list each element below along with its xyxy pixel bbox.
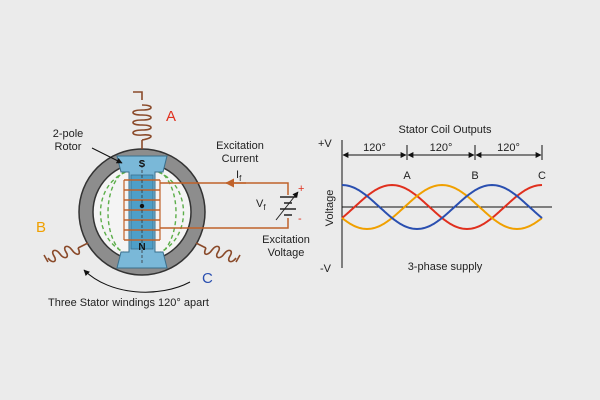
- generator-diagram: S N 2-pole Rotor A B C: [36, 91, 310, 309]
- waveform-chart: Stator Coil Outputs +V -V Voltage 120°12…: [318, 124, 552, 275]
- rotor-label-line2: Rotor: [55, 141, 82, 153]
- series-lines: [341, 183, 543, 231]
- stator-coil-a: [132, 91, 152, 149]
- generator-caption: Three Stator windings 120° apart: [48, 297, 209, 309]
- pole-south-label: S: [139, 159, 146, 170]
- stator-coil-c: [195, 242, 241, 263]
- chart-caption: 3-phase supply: [408, 261, 483, 273]
- excitation-current-label-line2: Current: [222, 153, 259, 165]
- coil-b-label: B: [36, 219, 46, 236]
- series-line-b: [341, 183, 543, 231]
- battery-icon: [275, 191, 299, 221]
- series-labels: A B C: [403, 170, 546, 182]
- rotor-shaft: [139, 203, 145, 209]
- rotation-arrow: [83, 269, 191, 293]
- phase-spacing-label: 120°: [363, 142, 386, 154]
- excitation-current-label-line1: Excitation: [216, 140, 264, 152]
- phase-spacing-label: 120°: [497, 142, 520, 154]
- excitation-voltage-label-line1: Excitation: [262, 234, 310, 246]
- series-label-c: C: [538, 170, 546, 182]
- current-symbol: If: [236, 169, 242, 183]
- stator-coil-b: [43, 242, 89, 263]
- pole-north-label: N: [138, 242, 145, 253]
- chart-title: Stator Coil Outputs: [399, 124, 492, 136]
- y-axis-label: Voltage: [324, 190, 336, 227]
- excitation-voltage-label-line2: Voltage: [268, 247, 305, 259]
- battery-plus-sign: +: [298, 183, 304, 195]
- series-label-b: B: [471, 170, 478, 182]
- rotor-pointer-arrow: [91, 147, 123, 164]
- phase-spacing-label: 120°: [430, 142, 453, 154]
- series-label-a: A: [403, 170, 411, 182]
- battery-minus-sign: -: [298, 213, 302, 225]
- coil-a-label: A: [166, 108, 176, 125]
- voltage-symbol: Vf: [256, 198, 266, 212]
- excitation-circuit: [160, 182, 289, 229]
- series-line-c: [341, 183, 543, 231]
- y-tick-bottom: -V: [320, 263, 332, 275]
- coil-c-label: C: [202, 270, 213, 287]
- rotor-label-line1: 2-pole: [53, 128, 84, 140]
- y-tick-top: +V: [318, 138, 332, 150]
- phase-spacing-marks: 120° 120° 120°: [341, 142, 543, 160]
